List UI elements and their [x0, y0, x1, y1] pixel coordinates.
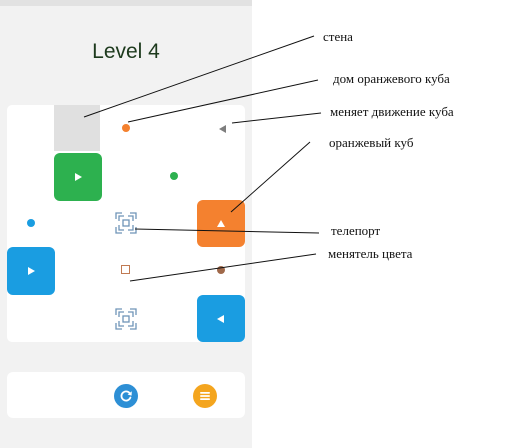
blue-cube[interactable] — [7, 247, 55, 295]
annotation-direction-changer: меняет движение куба — [330, 104, 454, 119]
annotation-teleport: телепорт — [331, 223, 381, 238]
menu-button[interactable] — [193, 384, 217, 408]
restart-icon — [120, 390, 132, 402]
status-bar — [0, 0, 252, 6]
play-right-icon — [28, 267, 35, 275]
annotation-wall: стена — [323, 29, 353, 44]
pointer-teleport — [134, 228, 320, 234]
direction-changer-icon — [219, 125, 226, 133]
teleport-icon — [115, 212, 137, 234]
annotation-color-changer: менятель цвета — [328, 246, 413, 261]
brown-cube-home — [217, 266, 225, 274]
blue-cube[interactable] — [197, 295, 245, 342]
annotation-orange-cube: оранжевый куб — [329, 135, 414, 150]
color-changer — [121, 265, 130, 274]
pointer-changer — [129, 253, 317, 282]
annotation-home: дом оранжевого куба — [333, 71, 450, 86]
restart-button[interactable] — [114, 384, 138, 408]
orange-cube-home — [122, 124, 130, 132]
teleport-icon — [115, 308, 137, 330]
play-right-icon — [75, 173, 82, 181]
play-left-icon — [217, 314, 224, 323]
menu-icon — [200, 392, 210, 400]
green-cube[interactable] — [54, 153, 102, 201]
blue-cube-home — [27, 219, 35, 227]
pointer-home — [127, 79, 319, 123]
pointer-wall — [83, 35, 315, 118]
pointer-orange-cube — [230, 141, 311, 213]
orange-cube[interactable] — [197, 200, 245, 247]
level-title: Level 4 — [92, 40, 160, 63]
play-up-icon — [217, 219, 225, 227]
wall-tile — [54, 105, 100, 151]
pointer-director — [231, 112, 322, 124]
green-cube-home — [170, 172, 178, 180]
